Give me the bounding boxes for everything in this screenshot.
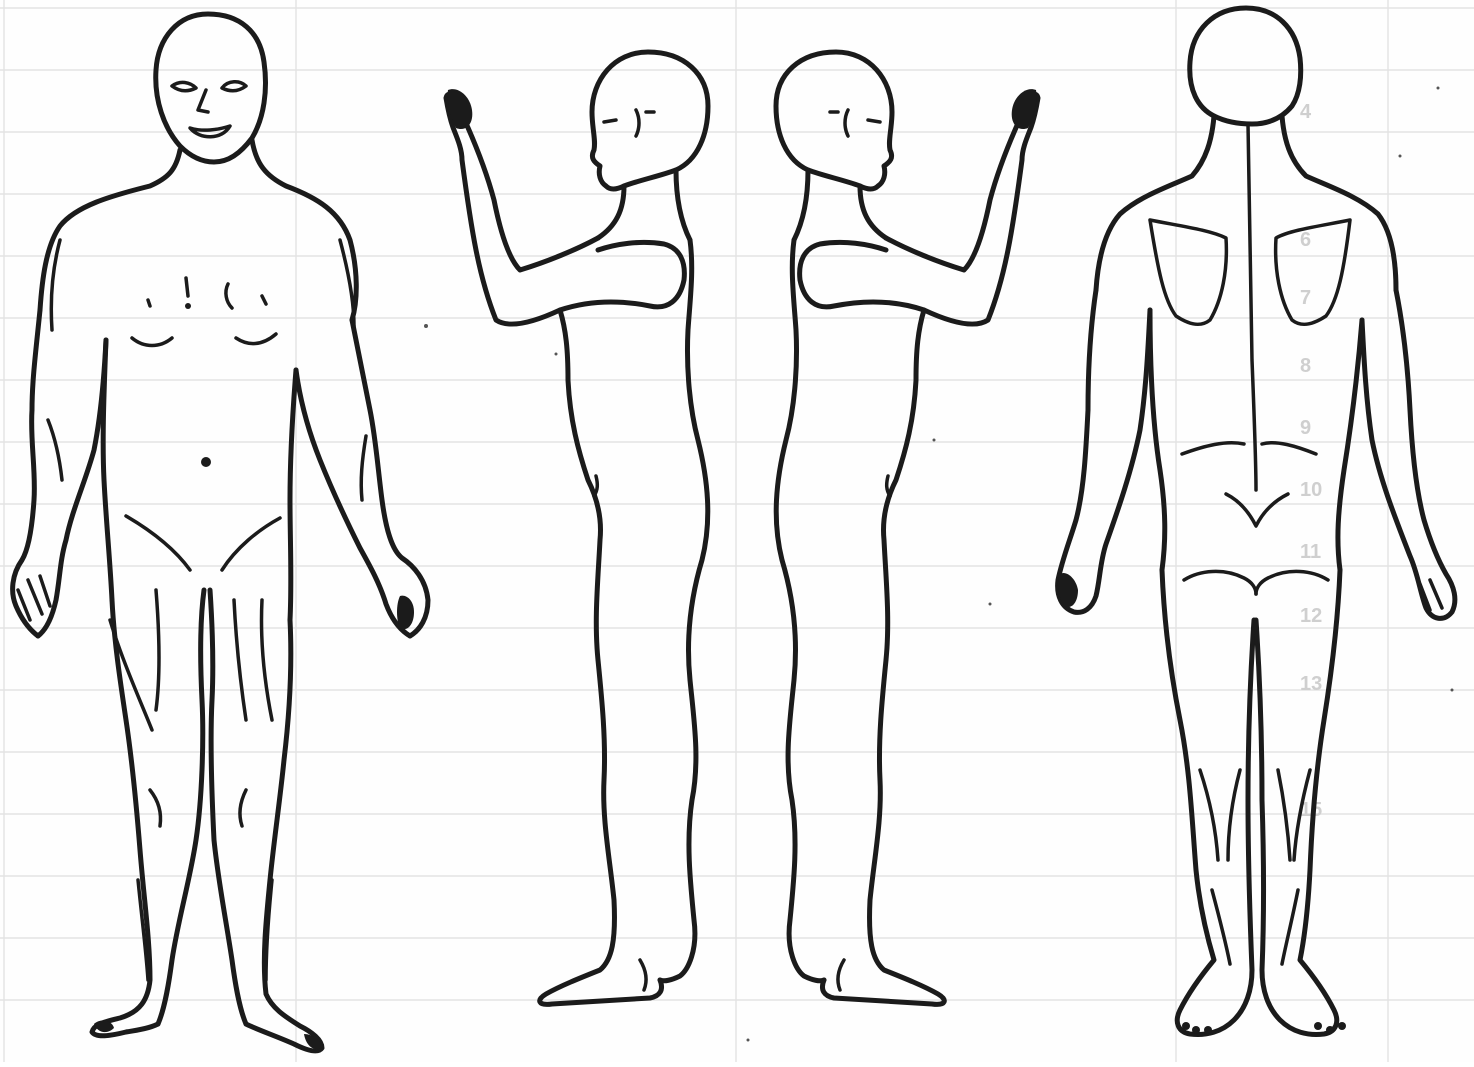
background-row-number: 13 [1300, 673, 1322, 695]
background-row-number: 4 [1300, 101, 1312, 123]
background-row-number: 9 [1300, 417, 1311, 439]
back-body-outline-icon [1058, 8, 1455, 1034]
background-row-number: 12 [1300, 605, 1322, 627]
background-row-number: 11 [1300, 541, 1321, 563]
background-row-number: 10 [1300, 479, 1322, 501]
front-body-outline-icon [13, 14, 428, 1051]
side-body-outline-icon [446, 52, 708, 1004]
background-row-number: 8 [1300, 355, 1311, 377]
background-row-number: 6 [1300, 229, 1311, 251]
side-body-outline-icon-2 [776, 52, 1038, 1004]
background-row-number: 7 [1300, 287, 1311, 309]
